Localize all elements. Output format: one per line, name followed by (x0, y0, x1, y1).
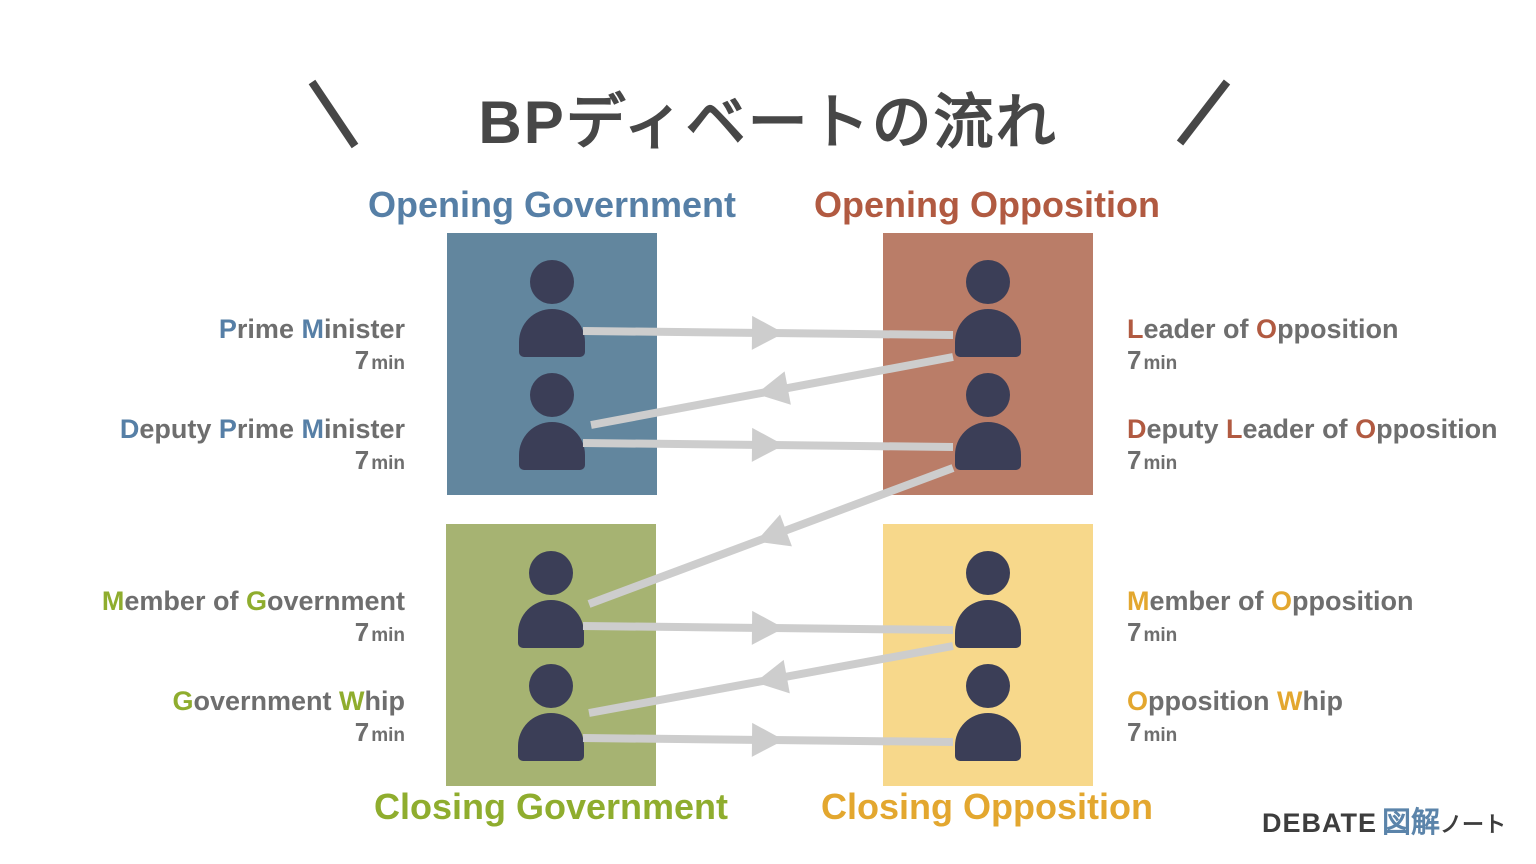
page-title: BPディベートの流れ (478, 89, 1058, 156)
flow-arrow-lo-to-dpm (590, 353, 954, 429)
arrowhead-icon (751, 315, 784, 350)
person-head (530, 373, 574, 417)
person-head (530, 260, 574, 304)
person-icon (519, 260, 585, 357)
flow-arrow-gw-to-ow (582, 722, 954, 757)
person-icon (518, 664, 584, 761)
person-torso (518, 600, 584, 648)
person-torso (519, 422, 585, 470)
logo-note-text: ノート (1440, 812, 1507, 837)
arrowhead-icon (751, 722, 784, 757)
site-logo: DEBATE 図解 ノート (1262, 799, 1506, 841)
arrowhead-icon (755, 659, 790, 694)
person-icon (518, 551, 584, 648)
arrowhead-icon (751, 610, 784, 645)
arrowhead-icon (751, 427, 784, 462)
person-icon (955, 664, 1021, 761)
team-heading-closing-opposition: Closing Opposition (821, 786, 1153, 827)
title-slash-left-icon (308, 79, 359, 149)
person-torso (519, 309, 585, 357)
title-slash-right-icon (1176, 79, 1231, 146)
team-heading-closing-government: Closing Government (373, 786, 729, 827)
person-icon (955, 551, 1021, 648)
team-heading-opening-opposition: Opening Opposition (814, 184, 1160, 225)
person-torso (518, 713, 584, 761)
person-torso (955, 600, 1021, 648)
team-box-closing-opposition (883, 524, 1093, 786)
flow-arrow-mo-to-gw (588, 642, 954, 717)
team-heading-opening-government: Opening Government (367, 184, 737, 225)
flow-arrow-pm-to-lo (582, 315, 954, 350)
person-head (966, 373, 1010, 417)
person-head (966, 260, 1010, 304)
person-head (529, 551, 573, 595)
person-icon (519, 373, 585, 470)
person-torso (955, 422, 1021, 470)
flow-arrow-dpm-to-dlo (582, 427, 954, 462)
team-box-opening-government (447, 233, 657, 495)
person-head (966, 551, 1010, 595)
logo-debate-text: DEBATE (1262, 808, 1378, 838)
person-head (529, 664, 573, 708)
person-torso (955, 713, 1021, 761)
team-box-closing-government (446, 524, 656, 786)
person-icon (955, 373, 1021, 470)
flow-arrow-dlo-to-mg (587, 464, 955, 608)
person-icon (955, 260, 1021, 357)
logo-zukai-text: 図解 (1382, 807, 1441, 839)
arrowhead-icon (756, 514, 792, 547)
person-torso (955, 309, 1021, 357)
flow-arrow-mg-to-mo (582, 610, 954, 645)
person-head (966, 664, 1010, 708)
arrowhead-icon (756, 371, 791, 405)
